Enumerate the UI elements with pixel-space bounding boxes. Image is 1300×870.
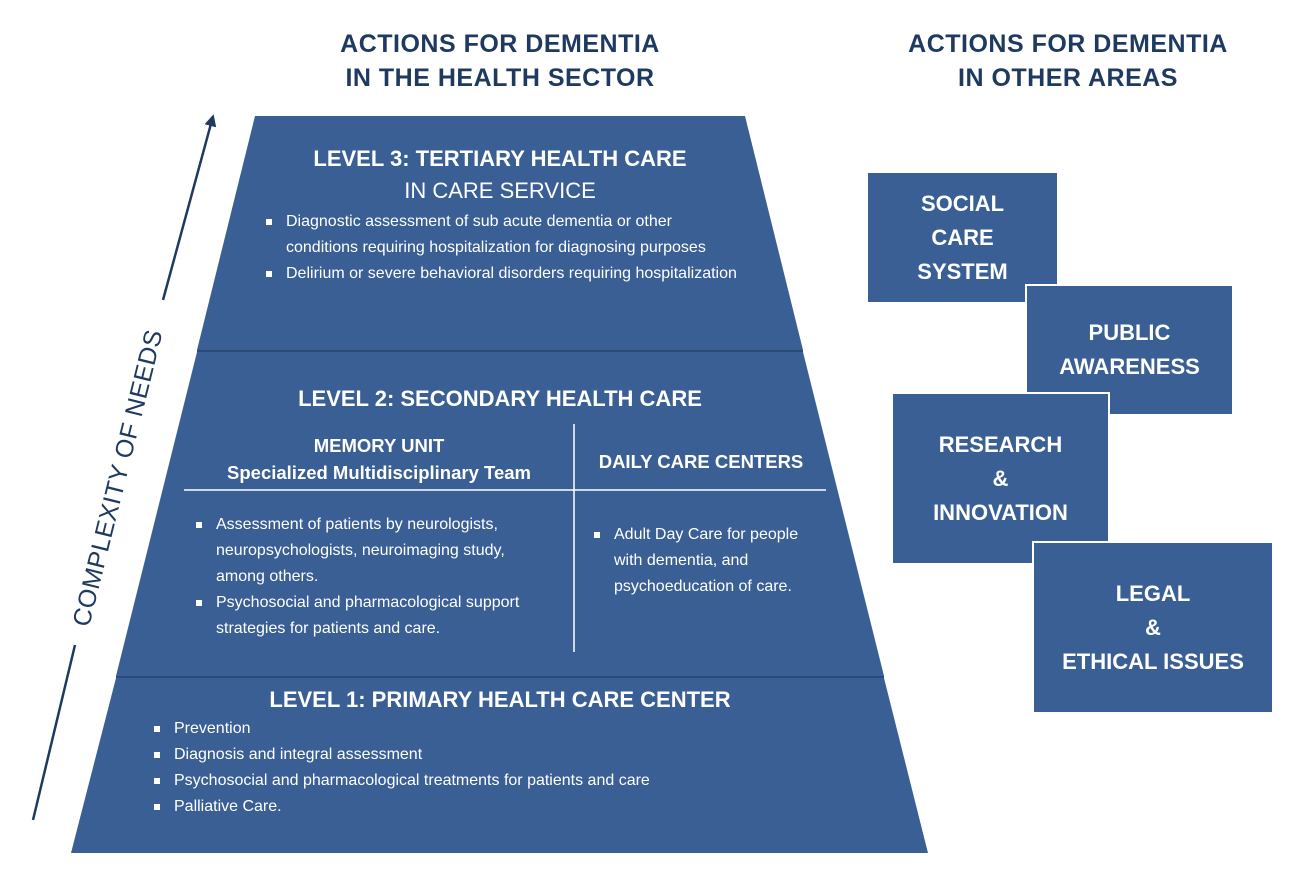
heading-health-sector: ACTIONS FOR DEMENTIA IN THE HEALTH SECTO… [340,30,660,92]
research-innovation-label: RESEARCH & INNOVATION [933,431,1068,525]
box-research [891,392,1110,565]
memory-unit-heading-line1: MEMORY UNIT [313,435,445,456]
level1-bullets: Prevention Diagnosis and integral assess… [148,716,848,820]
public-awareness-label: PUBLIC AWARENESS [1059,320,1200,379]
level3-shape [197,116,803,350]
level1-bullet: Palliative Care. [148,794,848,820]
heading-other-areas: ACTIONS FOR DEMENTIA IN OTHER AREAS [908,30,1228,92]
memory-unit-bullet: Assessment of patients by neurologists, … [190,512,550,590]
social-care-label: SOCIAL CARE SYSTEM [917,190,1008,284]
level3-subtitle: IN CARE SERVICE [404,178,596,203]
complexity-arrow-upper [161,114,217,301]
daily-care-bullets: Adult Day Care for people with dementia,… [588,522,828,600]
level1-bullet: Psychosocial and pharmacological treatme… [148,768,848,794]
box-legal [1032,541,1274,714]
level1-bullet: Diagnosis and integral assessment [148,742,848,768]
level1-title: LEVEL 1: PRIMARY HEALTH CARE CENTER [269,687,731,712]
level2-shape [116,352,884,676]
other-area-boxes [866,171,1274,714]
box-social-care [866,171,1059,304]
memory-unit-heading: MEMORY UNIT Specialized Multidisciplinar… [186,432,572,486]
memory-unit-heading-line2: Specialized Multidisciplinary Team [227,462,531,483]
level1-shape [71,678,928,853]
memory-unit-bullet: Psychosocial and pharmacological support… [190,590,550,642]
daily-care-heading: DAILY CARE CENTERS [598,451,804,472]
level1-bullet: Prevention [148,716,848,742]
level2-title: LEVEL 2: SECONDARY HEALTH CARE [298,386,702,411]
level3-bullet: Diagnostic assessment of sub acute demen… [260,209,740,261]
level3-bullet: Delirium or severe behavioral disorders … [260,261,740,287]
level3-title: LEVEL 3: TERTIARY HEALTH CARE [313,146,687,171]
daily-care-bullet: Adult Day Care for people with dementia,… [588,522,828,600]
level3-bullets: Diagnostic assessment of sub acute demen… [260,209,740,287]
complexity-arrow-lower [31,644,77,821]
legal-ethical-label: LEGAL & ETHICAL ISSUES [1062,580,1244,674]
memory-unit-bullets: Assessment of patients by neurologists, … [190,512,550,642]
